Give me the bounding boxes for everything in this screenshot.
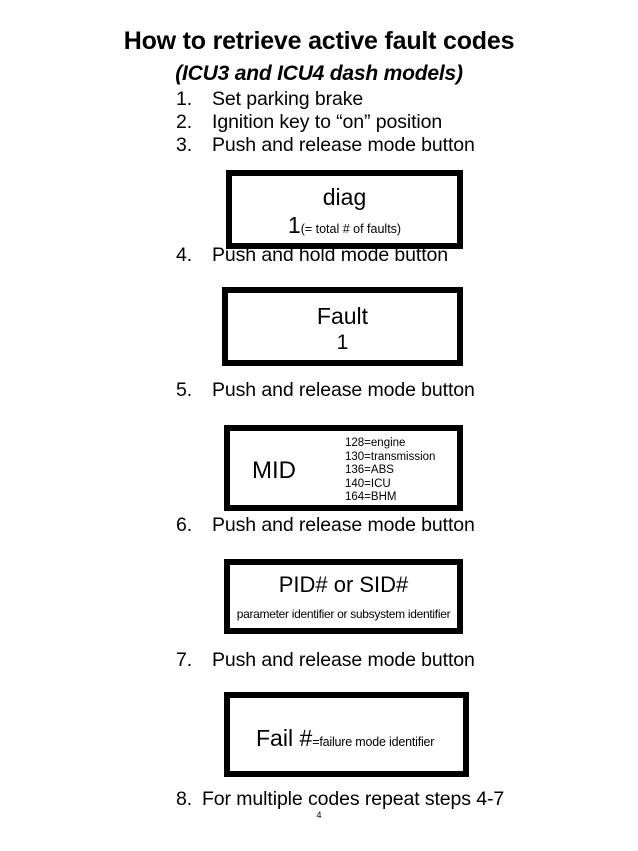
fail-label: Fail #	[256, 725, 313, 751]
mid-code-item: 164=BHM	[345, 491, 397, 504]
step-text: For multiple codes repeat steps 4-7	[202, 788, 505, 810]
mid-code-item: 136=ABS	[345, 464, 394, 477]
mid-code-item: 140=ICU	[345, 477, 391, 490]
page-number: 4	[316, 810, 322, 820]
step-text: Push and hold mode button	[212, 244, 449, 266]
pid-sid-note: parameter identifier or subsystem identi…	[236, 607, 451, 621]
dash-display-pid-sid: PID# or SID# parameter identifier or sub…	[224, 559, 463, 634]
diag-value: 1	[287, 212, 301, 238]
dash-display-mid: MID 128=engine 130=transmission 136=ABS …	[224, 425, 463, 511]
step-number: 3.	[176, 134, 193, 156]
step-text: Ignition key to “on” position	[212, 111, 443, 133]
step-number: 4.	[176, 244, 193, 266]
step-item-8: 8. For multiple codes repeat steps 4-7	[176, 788, 504, 811]
fault-label: Fault	[316, 303, 369, 329]
diag-value-row: 1(= total # of faults)	[232, 212, 457, 239]
step-item-4: 4. Push and hold mode button	[176, 244, 448, 267]
step-item-2: 2. Ignition key to “on” position	[176, 111, 442, 134]
step-item-3: 3. Push and release mode button	[176, 134, 475, 157]
step-number: 8.	[176, 788, 193, 810]
step-text: Set parking brake	[212, 88, 364, 110]
dash-display-fault: Fault 1	[222, 287, 463, 366]
step-number: 2.	[176, 111, 193, 133]
step-number: 6.	[176, 514, 193, 536]
fail-row: Fail #=failure mode identifier	[256, 725, 434, 752]
pid-sid-label: PID# or SID#	[278, 572, 409, 597]
step-text: Push and release mode button	[212, 379, 475, 401]
dash-display-diag: diag 1(= total # of faults)	[226, 170, 463, 249]
page-subtitle: (ICU3 and ICU4 dash models)	[175, 62, 463, 85]
mid-label: MID	[252, 457, 296, 484]
step-text: Push and release mode button	[212, 134, 475, 156]
step-text: Push and release mode button	[212, 514, 475, 536]
diag-label: diag	[322, 184, 367, 210]
step-item-5: 5. Push and release mode button	[176, 379, 475, 402]
diag-note: (= total # of faults)	[300, 222, 402, 236]
step-number: 5.	[176, 379, 193, 401]
dash-display-fail: Fail #=failure mode identifier	[224, 692, 469, 777]
fail-note: =failure mode identifier	[312, 735, 435, 749]
mid-code-item: 130=transmission	[345, 450, 436, 463]
step-number: 1.	[176, 88, 193, 110]
page-title: How to retrieve active fault codes	[123, 27, 515, 55]
step-number: 7.	[176, 649, 193, 671]
step-item-7: 7. Push and release mode button	[176, 649, 475, 672]
fault-value: 1	[336, 331, 349, 354]
step-item-1: 1. Set parking brake	[176, 88, 363, 111]
step-text: Push and release mode button	[212, 649, 475, 671]
mid-code-legend: 128=engine 130=transmission 136=ABS 140=…	[345, 437, 435, 505]
mid-code-item: 128=engine	[345, 437, 406, 449]
step-item-6: 6. Push and release mode button	[176, 514, 475, 537]
